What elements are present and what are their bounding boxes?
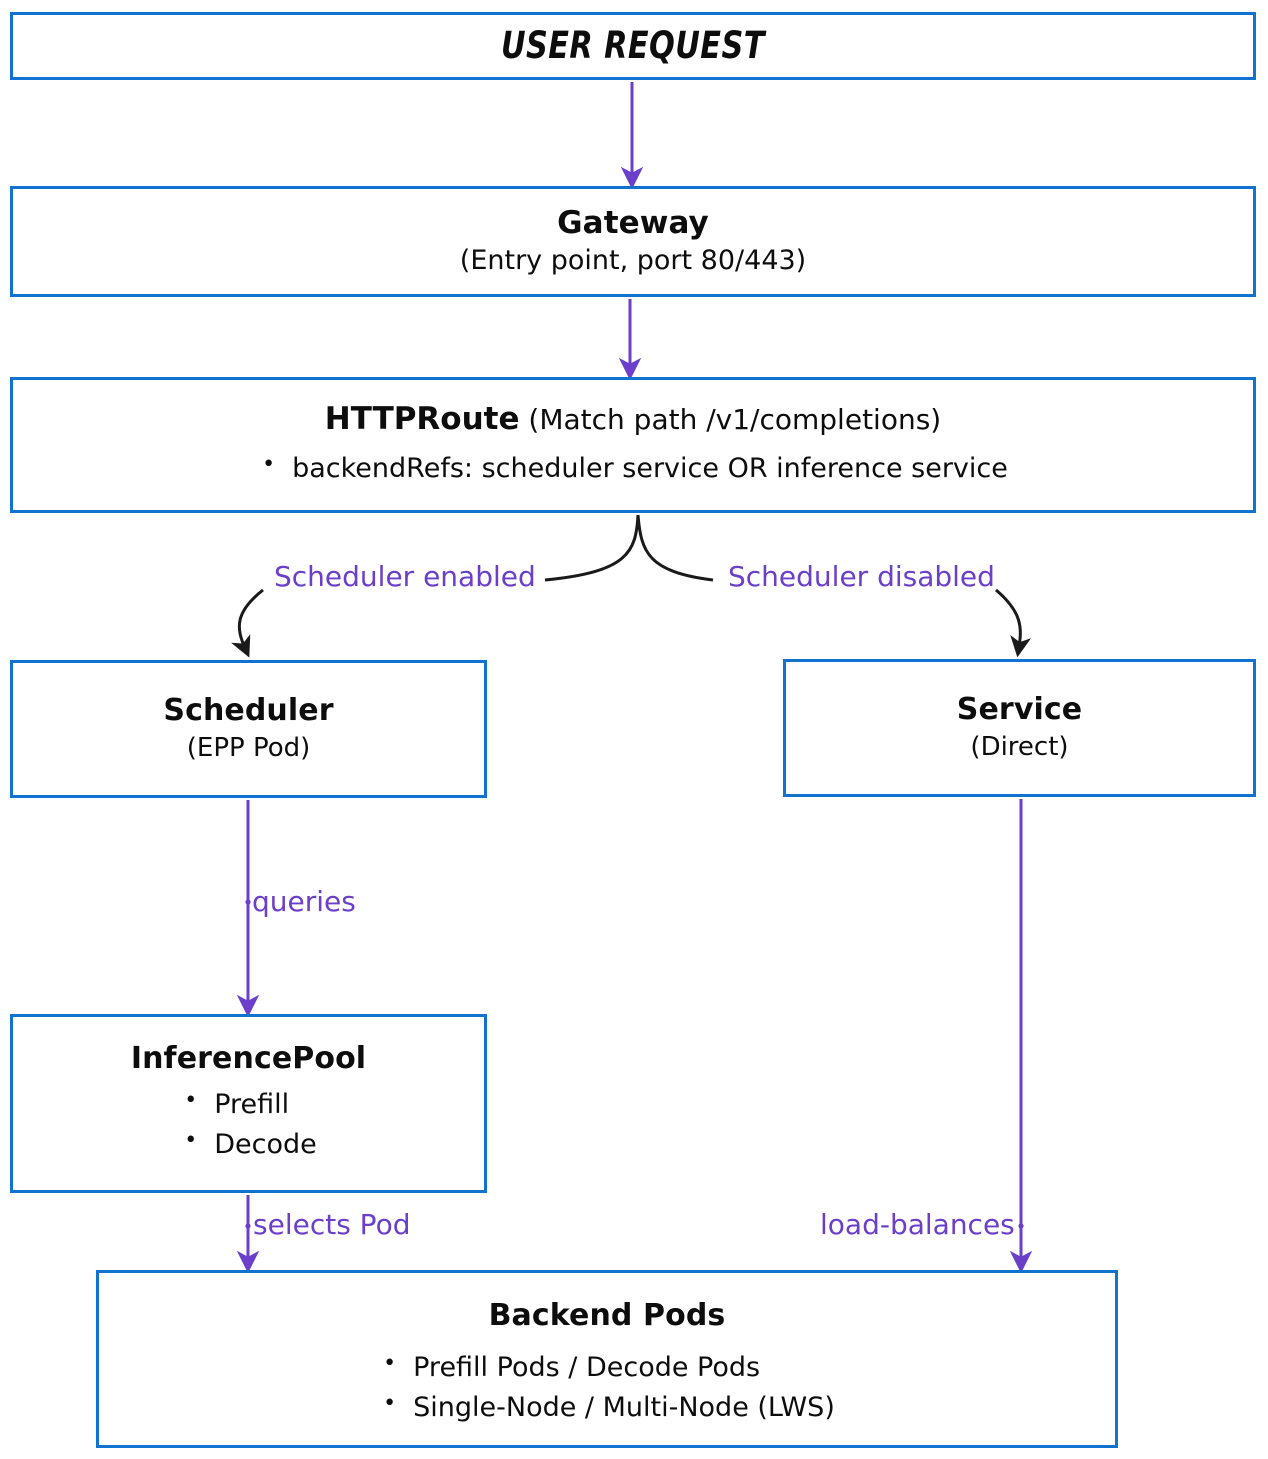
- list-item: Single-Node / Multi-Node (LWS): [379, 1387, 835, 1429]
- arrow-httproute-branch-right: [636, 514, 714, 582]
- arrow-httproute-branch-left: [544, 514, 640, 582]
- node-httproute-title: HTTPRoute: [324, 401, 520, 437]
- edge-label-load-balances: load-balances: [820, 1208, 1015, 1241]
- node-service-subtitle: (Direct): [970, 731, 1069, 762]
- node-gateway-subtitle: (Entry point, port 80/443): [459, 244, 807, 276]
- list-item: backendRefs: scheduler service OR infere…: [258, 448, 1008, 490]
- node-inferencepool-title: InferencePool: [130, 1041, 367, 1076]
- edge-dot-selects-pod: [245, 1223, 251, 1229]
- node-service[interactable]: Service (Direct): [783, 659, 1256, 797]
- edge-label-scheduler-enabled: Scheduler enabled: [274, 560, 536, 593]
- node-user-request-title: USER REQUEST: [501, 23, 765, 67]
- node-httproute-bullet-list: backendRefs: scheduler service OR infere…: [258, 448, 1008, 490]
- node-httproute-headline: HTTPRoute (Match path /v1/completions): [325, 401, 941, 437]
- edge-dot-load-balances: [1018, 1223, 1024, 1229]
- edge-label-selects-pod: selects Pod: [253, 1208, 411, 1241]
- node-httproute[interactable]: HTTPRoute (Match path /v1/completions) b…: [10, 377, 1256, 513]
- node-gateway[interactable]: Gateway (Entry point, port 80/443): [10, 186, 1256, 297]
- node-httproute-title-suffix: (Match path /v1/completions): [519, 403, 942, 436]
- node-inferencepool-bullet-list: Prefill Decode: [180, 1084, 317, 1166]
- arrow-branch-to-service: [995, 588, 1032, 658]
- node-inferencepool[interactable]: InferencePool Prefill Decode: [10, 1014, 487, 1193]
- node-service-title: Service: [956, 692, 1083, 728]
- edge-label-scheduler-disabled: Scheduler disabled: [728, 560, 995, 593]
- node-backendpods[interactable]: Backend Pods Prefill Pods / Decode Pods …: [96, 1270, 1118, 1448]
- list-item: Prefill Pods / Decode Pods: [379, 1347, 835, 1389]
- node-user-request[interactable]: USER REQUEST: [10, 12, 1256, 80]
- node-scheduler-title: Scheduler: [163, 693, 334, 729]
- node-gateway-title: Gateway: [557, 204, 709, 241]
- edge-dot-queries: [245, 899, 251, 905]
- node-scheduler[interactable]: Scheduler (EPP Pod): [10, 660, 487, 798]
- arrow-branch-to-scheduler: [231, 588, 264, 658]
- node-scheduler-subtitle: (EPP Pod): [186, 732, 311, 763]
- node-backendpods-bullet-list: Prefill Pods / Decode Pods Single-Node /…: [379, 1347, 835, 1429]
- edge-label-queries: queries: [252, 885, 356, 918]
- list-item: Decode: [180, 1124, 317, 1166]
- node-backendpods-title: Backend Pods: [488, 1298, 726, 1333]
- list-item: Prefill: [180, 1084, 317, 1126]
